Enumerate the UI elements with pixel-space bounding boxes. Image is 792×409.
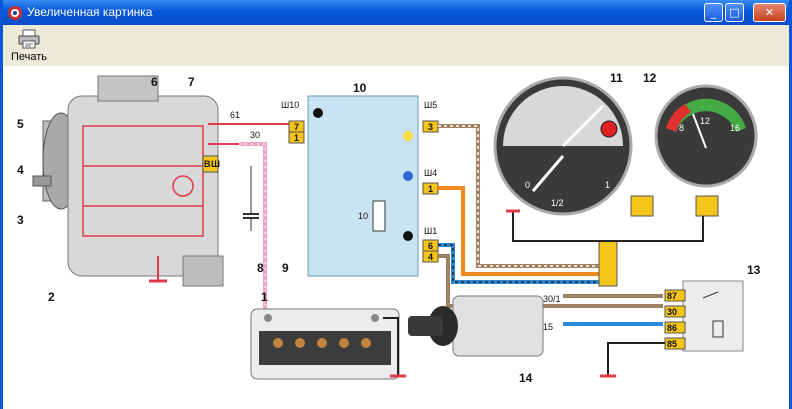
window-title: Увеличенная картинка (27, 5, 153, 19)
toolbar: Печать (3, 25, 789, 65)
maximize-button[interactable]: □ (725, 3, 744, 22)
relay-pin-30: 30 (667, 307, 677, 317)
callout-6: 6 (151, 75, 158, 89)
app-icon (8, 6, 22, 20)
block10-pin-1b: 1 (428, 184, 433, 194)
regulator-b-label: B (204, 159, 211, 169)
voltmeter: 8 12 16 (654, 84, 758, 188)
alternator: B Ш (32, 75, 293, 287)
relay-pin-87: 87 (667, 291, 677, 301)
wire-61-label: 61 (230, 110, 240, 120)
switch-pin-30-1: 30/1 (543, 294, 561, 304)
callout-7: 7 (188, 75, 195, 89)
sh5-label: Ш5 (424, 100, 437, 110)
switch-pin-15: 15 (543, 322, 553, 332)
callout-13: 13 (747, 263, 761, 277)
block10-pin-7: 7 (294, 122, 299, 132)
print-button[interactable]: Печать (7, 27, 51, 63)
resistor-label: 10 (358, 211, 368, 221)
voltage-regulator-block: 10 (307, 95, 419, 277)
callout-4: 4 (17, 163, 24, 177)
battery (250, 308, 400, 380)
callout-3: 3 (17, 213, 24, 227)
print-label: Печать (10, 51, 48, 63)
callout-2: 2 (48, 290, 55, 304)
sh10-label: Ш10 (281, 100, 299, 110)
gauge11-scale-half: 1/2 (551, 198, 564, 208)
title-bar: Увеличенная картинка _ □ ✕ (3, 0, 789, 25)
block10-pin-4: 4 (428, 252, 433, 262)
relay (682, 280, 744, 352)
block10-pin-3: 3 (428, 122, 433, 132)
gauge11-scale-0: 0 (525, 180, 530, 190)
callout-9: 9 (282, 261, 289, 275)
printer-icon (18, 29, 40, 49)
block10-pin-6: 6 (428, 241, 433, 251)
regulator-sh-label: Ш (211, 159, 220, 169)
callout-1: 1 (261, 290, 268, 304)
callout-14: 14 (519, 371, 533, 385)
wiring-diagram: B Ш 61 30 (17, 71, 761, 385)
sh4-label: Ш4 (424, 168, 437, 178)
relay-pin-85: 85 (667, 339, 677, 349)
gauge12-scale-8: 8 (679, 123, 684, 133)
wire-30-label: 30 (250, 130, 260, 140)
minimize-button[interactable]: _ (704, 3, 723, 22)
combination-gauge: 0 1/2 1 (493, 76, 633, 216)
gauge12-scale-16: 16 (730, 123, 740, 133)
block10-pin-1a: 1 (294, 133, 299, 143)
callout-11: 11 (610, 71, 623, 85)
callout-5: 5 (17, 117, 24, 131)
relay-pin-86: 86 (667, 323, 677, 333)
image-canvas: B Ш 61 30 (3, 66, 789, 409)
sh1-label: Ш1 (424, 226, 437, 236)
close-button[interactable]: ✕ (753, 3, 786, 22)
gauge11-scale-1: 1 (605, 180, 610, 190)
ignition-switch (408, 295, 544, 357)
callout-12: 12 (643, 71, 657, 85)
callout-10: 10 (353, 81, 367, 95)
callout-8: 8 (257, 261, 264, 275)
gauge12-scale-12: 12 (700, 116, 710, 126)
